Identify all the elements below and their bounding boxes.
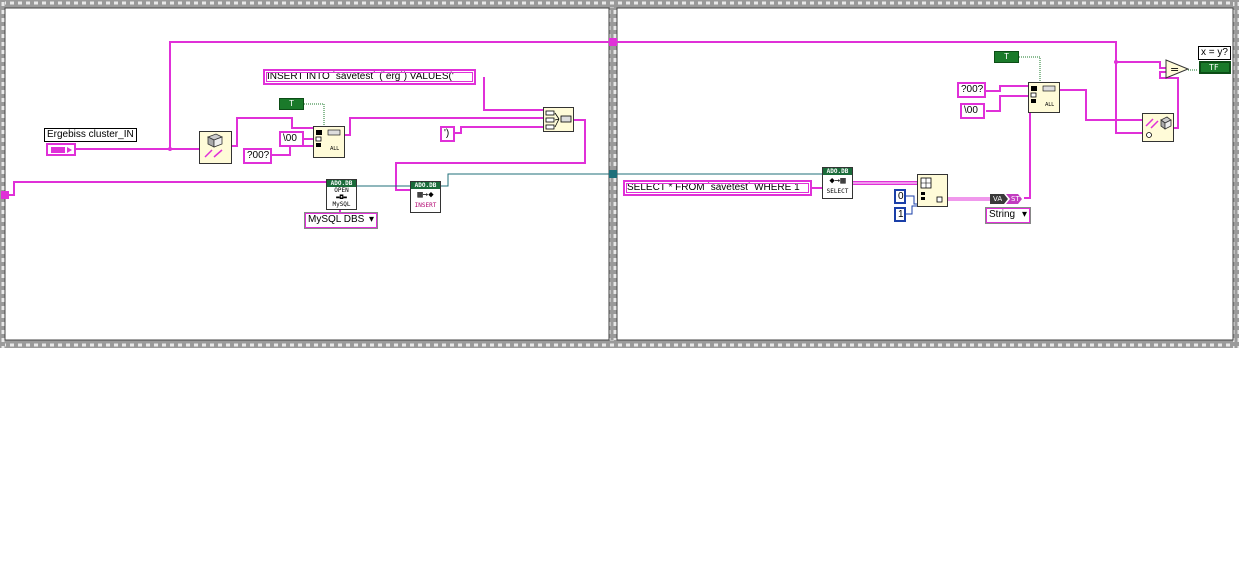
ado-open-line1: OPEN bbox=[334, 187, 349, 194]
ado-open-line2: MySQL bbox=[332, 201, 351, 208]
comparison-output-label: x = y? bbox=[1198, 46, 1231, 60]
search-replace-string-b[interactable]: ALL bbox=[1028, 82, 1060, 113]
search-replace-icon: ALL bbox=[315, 129, 341, 152]
variant-to-data-function[interactable]: VA ST bbox=[990, 194, 1022, 204]
concatenate-icon bbox=[545, 110, 572, 130]
ado-select-header: ADO.DB bbox=[823, 168, 852, 175]
search-replace-string-a[interactable]: ALL bbox=[313, 126, 345, 158]
svg-text:ALL: ALL bbox=[1045, 102, 1054, 108]
db-connector-icon: ▬◘▬ bbox=[336, 194, 347, 201]
ado-insert-header: ADO.DB bbox=[411, 182, 440, 189]
frame-top-border bbox=[0, 0, 1239, 8]
type-ring-value: String bbox=[989, 209, 1016, 220]
svg-text:=: = bbox=[1170, 63, 1179, 76]
provider-ring-constant[interactable]: MySQL DBS ▾ bbox=[304, 212, 378, 229]
frame-left-border bbox=[0, 0, 5, 348]
array-wire bbox=[853, 181, 992, 201]
ado-insert-node[interactable]: ADO.DB ▦→◆ INSERT bbox=[410, 181, 441, 213]
variant-to-string-icon bbox=[990, 194, 1022, 204]
ado-select-node[interactable]: ADO.DB ◆→▦ SELECT bbox=[822, 167, 853, 199]
index-array-icon bbox=[920, 177, 943, 203]
ring-dropdown-icon[interactable]: ▾ bbox=[368, 214, 374, 225]
ado-insert-line1: INSERT bbox=[414, 202, 437, 209]
insert-prefix-constant[interactable]: INSERT INTO `savetest` (`erg`) VALUES(' bbox=[263, 69, 476, 85]
search-replace-icon: ALL bbox=[1030, 85, 1056, 108]
null-char-constant-b[interactable]: \00 bbox=[960, 103, 985, 119]
concatenate-strings-function[interactable] bbox=[543, 107, 574, 132]
string-wires bbox=[5, 41, 1179, 199]
insert-suffix-constant[interactable]: ') bbox=[440, 126, 455, 142]
variant-left-label: VA bbox=[993, 195, 1003, 203]
placeholder-constant-a[interactable]: ?00? bbox=[243, 148, 272, 164]
index-array-function[interactable] bbox=[917, 174, 948, 207]
ado-open-header: ADO.DB bbox=[327, 180, 356, 187]
frame-bottom-border bbox=[0, 340, 1239, 348]
placeholder-constant-b[interactable]: ?00? bbox=[957, 82, 986, 98]
tunnel-left bbox=[1, 191, 9, 199]
comparison-output-terminal: TF bbox=[1209, 63, 1219, 72]
bool-constant-true-a[interactable]: T bbox=[279, 98, 304, 110]
cluster-in-terminal[interactable] bbox=[46, 143, 76, 156]
flatten-icon bbox=[204, 133, 223, 158]
comparison-output-indicator[interactable]: TF bbox=[1199, 61, 1231, 74]
flat-sequence-structure: = bbox=[0, 0, 1239, 348]
select-query-constant[interactable]: SELECT * FROM `savetest` WHERE 1 bbox=[623, 180, 812, 196]
index-col-constant[interactable]: 1 bbox=[894, 207, 906, 222]
equal-function-icon bbox=[1165, 59, 1190, 79]
unbundle-flatten-function[interactable] bbox=[199, 131, 232, 164]
ring-dropdown-icon[interactable]: ▾ bbox=[1021, 209, 1027, 220]
unflatten-from-string-function[interactable] bbox=[1142, 113, 1174, 142]
ado-open-node[interactable]: ADO.DB OPEN ▬◘▬ MySQL bbox=[326, 179, 357, 210]
index-row-constant[interactable]: 0 bbox=[894, 189, 906, 204]
type-ring-constant[interactable]: String ▾ bbox=[985, 207, 1031, 224]
frame-right-border bbox=[1233, 0, 1239, 348]
tunnel-refnum bbox=[609, 170, 617, 178]
cluster-in-label: Ergebiss cluster_IN bbox=[44, 128, 137, 142]
ado-select-line1: SELECT bbox=[826, 188, 849, 195]
svg-text:ALL: ALL bbox=[330, 146, 339, 152]
unflatten-icon bbox=[1145, 116, 1172, 138]
db-insert-icon: ▦→◆ bbox=[417, 190, 434, 200]
null-char-constant-a[interactable]: \00 bbox=[279, 131, 304, 147]
db-select-icon: ◆→▦ bbox=[829, 176, 846, 186]
bool-constant-true-b[interactable]: T bbox=[994, 51, 1019, 63]
variant-right-label: ST bbox=[1011, 195, 1020, 203]
provider-ring-value: MySQL DBS bbox=[308, 214, 365, 225]
tunnel-top bbox=[609, 38, 617, 46]
